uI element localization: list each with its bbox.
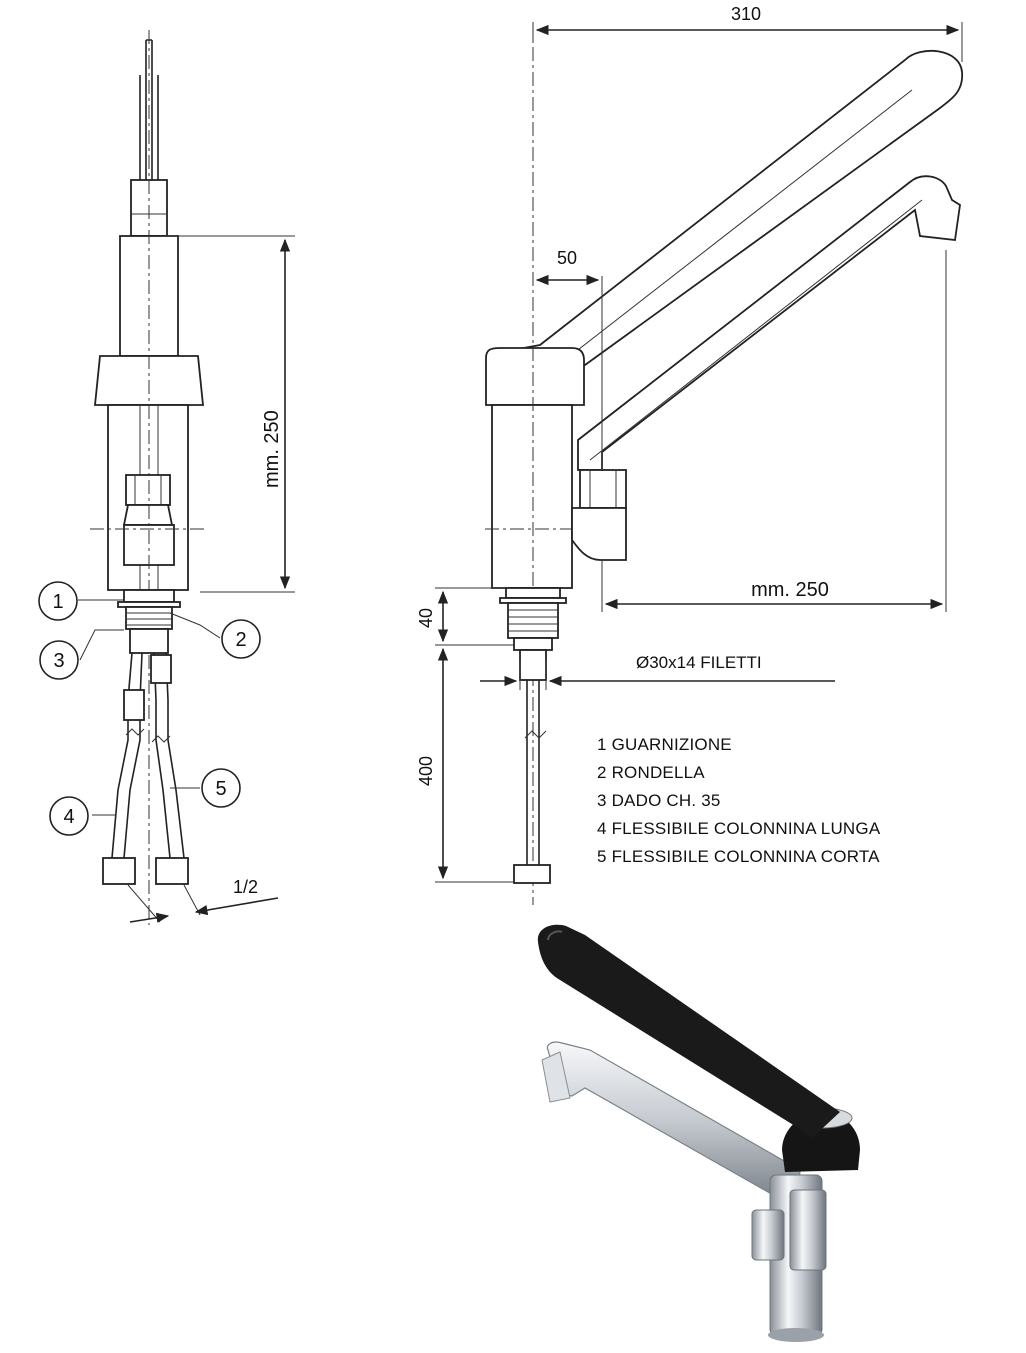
dim-height-250: mm. 250 — [261, 410, 283, 488]
faucet-photo — [537, 924, 860, 1342]
svg-text:1: 1 — [52, 591, 63, 613]
dim-connector-half: 1/2 — [233, 877, 258, 897]
callout-5: 5 — [201, 768, 241, 808]
legend-item-3: 3 DADO CH. 35 — [597, 791, 721, 810]
svg-text:3: 3 — [53, 650, 64, 672]
legend-item-5: 5 FLESSIBILE COLONNINA CORTA — [597, 847, 880, 866]
dim-stem-40: 40 — [416, 608, 436, 628]
svg-text:2: 2 — [235, 629, 246, 651]
dim-thread: Ø30x14 FILETTI — [636, 653, 762, 672]
front-view — [78, 30, 295, 925]
callout-4: 4 — [49, 796, 89, 836]
callout-2: 2 — [221, 619, 261, 659]
side-view — [435, 22, 963, 905]
callout-1: 1 — [38, 581, 78, 621]
parts-legend: 1 GUARNIZIONE 2 RONDELLA 3 DADO CH. 35 4… — [597, 735, 881, 866]
dim-width-310: 310 — [731, 4, 761, 24]
callout-3: 3 — [39, 640, 79, 680]
legend-item-4: 4 FLESSIBILE COLONNINA LUNGA — [597, 819, 881, 838]
legend-item-1: 1 GUARNIZIONE — [597, 735, 732, 754]
svg-text:5: 5 — [215, 778, 226, 800]
dim-offset-50: 50 — [557, 248, 577, 268]
dim-hose-400: 400 — [416, 756, 436, 786]
dim-reach-250: mm. 250 — [751, 579, 829, 601]
legend-item-2: 2 RONDELLA — [597, 763, 705, 782]
svg-text:4: 4 — [63, 806, 74, 828]
